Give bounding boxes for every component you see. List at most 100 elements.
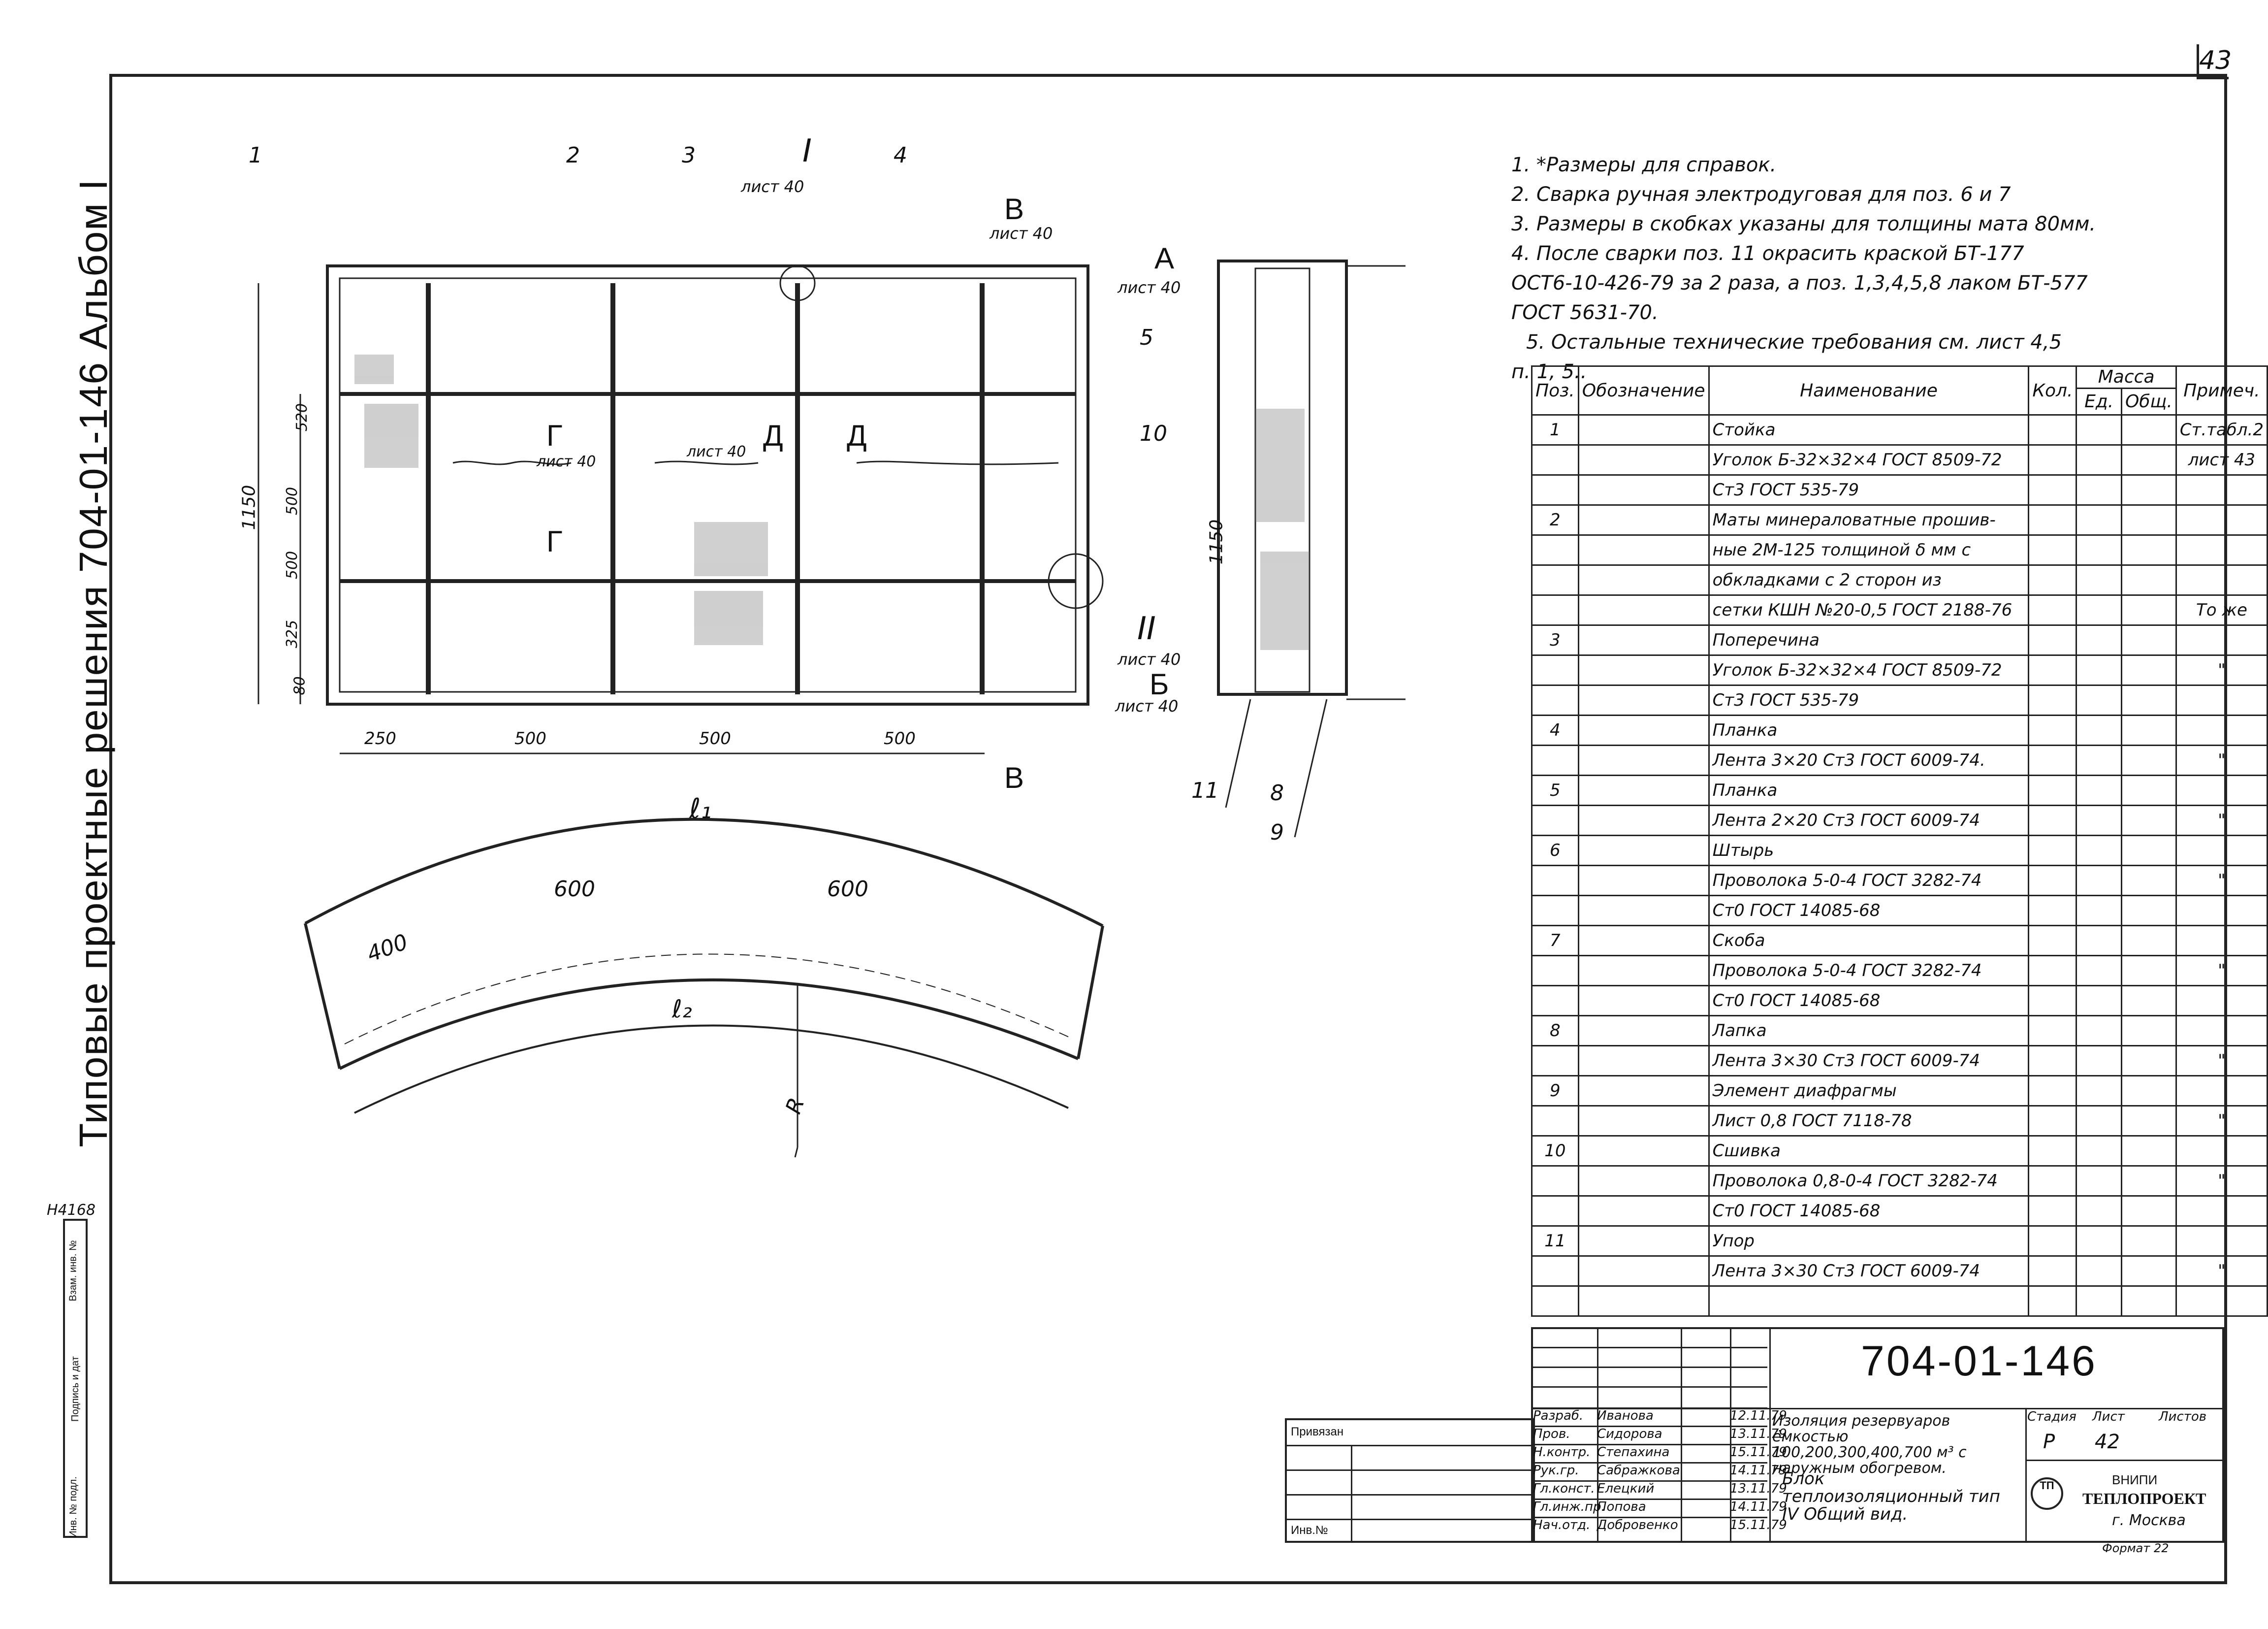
note-line: 3. Размеры в скобках указаны для толщины… bbox=[1511, 213, 2096, 235]
spec-cell-designation bbox=[1577, 775, 1710, 806]
spec-cell-designation bbox=[1577, 865, 1710, 896]
signature-name: Добровенко bbox=[1597, 1518, 1678, 1532]
spec-cell-qty bbox=[2028, 1075, 2077, 1107]
sheet-corner-number: 43 bbox=[2197, 44, 2232, 79]
spec-cell-total-mass bbox=[2120, 895, 2177, 926]
spec-cell-pos: 2 bbox=[1531, 504, 1579, 536]
spec-cell-note: Ст.табл.2 bbox=[2175, 414, 2268, 446]
view-D-1-sheet: лист 40 bbox=[687, 443, 746, 460]
note-line: 5. Остальные технические требования см. … bbox=[1526, 331, 2062, 354]
spec-cell-pos bbox=[1531, 895, 1579, 926]
signature-name: Елецкий bbox=[1597, 1481, 1655, 1496]
spec-cell-pos bbox=[1531, 594, 1579, 626]
spec-cell-note bbox=[2175, 624, 2268, 656]
spec-cell-pos: 5 bbox=[1531, 775, 1579, 806]
spec-cell-note: То же bbox=[2175, 594, 2268, 626]
spec-cell-pos bbox=[1531, 534, 1579, 566]
spec-cell-pos bbox=[1531, 684, 1579, 716]
spec-cell-pos bbox=[1531, 745, 1579, 776]
spec-cell-designation bbox=[1577, 684, 1710, 716]
spec-cell-pos bbox=[1531, 564, 1579, 596]
spec-cell-qty bbox=[2028, 414, 2077, 446]
signature-row-line bbox=[1531, 1462, 1767, 1464]
binding-label: Привязан bbox=[1291, 1425, 1344, 1438]
pos-label-10: 10 bbox=[1140, 421, 1167, 446]
spec-row: Ст0 ГОСТ 14085-68 bbox=[1531, 985, 2268, 1016]
spec-cell-unit-mass bbox=[2076, 1225, 2122, 1257]
spec-cell-pos bbox=[1531, 955, 1579, 986]
dim-overall-side: 1150 bbox=[1206, 519, 1227, 565]
spec-cell-unit-mass bbox=[2076, 444, 2122, 476]
spec-cell-designation bbox=[1577, 534, 1710, 566]
sheet-value: 42 bbox=[2095, 1431, 2120, 1453]
spec-cell-name: Ст0 ГОСТ 14085-68 bbox=[1708, 985, 2030, 1016]
spec-cell-note bbox=[2175, 564, 2268, 596]
view-A: А bbox=[1154, 242, 1175, 275]
spec-cell-qty bbox=[2028, 1015, 2077, 1046]
spec-cell-designation bbox=[1577, 925, 1710, 956]
spec-cell-note bbox=[2175, 925, 2268, 956]
spec-cell-designation bbox=[1577, 745, 1710, 776]
view-B-sheet: лист 40 bbox=[1115, 697, 1179, 716]
spec-cell-name: Ст3 ГОСТ 535-79 bbox=[1708, 474, 2030, 506]
spec-cell-designation bbox=[1577, 1225, 1710, 1257]
spec-cell-unit-mass bbox=[2076, 835, 2122, 866]
view-G-1: Г bbox=[546, 419, 563, 452]
spec-row: Лента 3×30 Ст3 ГОСТ 6009-74" bbox=[1531, 1045, 2268, 1076]
spec-cell-note bbox=[2175, 1075, 2268, 1107]
spec-cell-note bbox=[2175, 1225, 2268, 1257]
spec-cell-note bbox=[2175, 534, 2268, 566]
spec-cell-name: Ст0 ГОСТ 14085-68 bbox=[1708, 895, 2030, 926]
spec-cell-total-mass bbox=[2120, 534, 2177, 566]
spec-cell-pos: 1 bbox=[1531, 414, 1579, 446]
spec-cell-unit-mass bbox=[2076, 1045, 2122, 1076]
signature-date: 14.11.79 bbox=[1730, 1499, 1787, 1514]
arc-l1-label: ℓ₁ bbox=[689, 793, 712, 825]
organization-logo: ТП bbox=[2031, 1477, 2063, 1510]
view-D-1: Д bbox=[763, 419, 783, 452]
spec-cell-total-mass bbox=[2120, 715, 2177, 746]
spec-cell-name: сетки КШН №20-0,5 ГОСТ 2188-76 bbox=[1708, 594, 2030, 626]
spec-cell-qty bbox=[2028, 865, 2077, 896]
spec-cell-total-mass bbox=[2120, 925, 2177, 956]
dim-overall-front: 1150 bbox=[239, 485, 259, 530]
spec-cell-name: Скоба bbox=[1708, 925, 2030, 956]
arc-dim-600-2: 600 bbox=[827, 877, 868, 902]
pos-label-2: 2 bbox=[566, 143, 580, 168]
spec-cell-name: Стойка bbox=[1708, 414, 2030, 446]
section-I-sheet: лист 40 bbox=[741, 177, 804, 196]
spec-cell-designation bbox=[1577, 1015, 1710, 1046]
spec-cell-name: Элемент диафрагмы bbox=[1708, 1075, 2030, 1107]
sheets-label: Листов bbox=[2159, 1409, 2207, 1424]
spec-cell-name: ные 2М-125 толщиной δ мм с bbox=[1708, 534, 2030, 566]
spec-cell-note bbox=[2175, 775, 2268, 806]
spec-cell-name: Планка bbox=[1708, 775, 2030, 806]
spec-cell-name: Ст0 ГОСТ 14085-68 bbox=[1708, 1195, 2030, 1227]
spec-cell-qty bbox=[2028, 835, 2077, 866]
spec-cell-note bbox=[2175, 895, 2268, 926]
sheet-title: Блок теплоизоляционный тип IV Общий вид. bbox=[1782, 1469, 2001, 1524]
spec-cell-total-mass bbox=[2120, 1225, 2177, 1257]
spec-cell-unit-mass bbox=[2076, 1195, 2122, 1227]
spec-cell-total-mass bbox=[2120, 985, 2177, 1016]
note-line: ГОСТ 5631-70. bbox=[1511, 301, 1659, 324]
signature-date: 15.11.79 bbox=[1730, 1445, 1787, 1460]
spec-cell-name: Лента 3×30 Ст3 ГОСТ 6009-74 bbox=[1708, 1045, 2030, 1076]
spec-cell-name: обкладками с 2 сторон из bbox=[1708, 564, 2030, 596]
spec-cell-unit-mass bbox=[2076, 745, 2122, 776]
spec-cell-qty bbox=[2028, 805, 2077, 836]
arc-dim-600-1: 600 bbox=[554, 877, 595, 902]
signature-date: 13.11.79 bbox=[1730, 1427, 1787, 1441]
spec-cell-name: Проволока 5-0-4 ГОСТ 3282-74 bbox=[1708, 865, 2030, 896]
spec-cell-note: " bbox=[2175, 1255, 2268, 1287]
view-A-sheet: лист 40 bbox=[1118, 278, 1181, 297]
spec-cell-total-mass bbox=[2120, 444, 2177, 476]
note-line: 4. После сварки поз. 11 окрасить краской… bbox=[1511, 242, 2024, 265]
spec-cell-total-mass bbox=[2120, 805, 2177, 836]
spec-cell-qty bbox=[2028, 715, 2077, 746]
spec-cell-note: лист 43 bbox=[2175, 444, 2268, 476]
signature-date: 12.11.79 bbox=[1730, 1408, 1787, 1423]
